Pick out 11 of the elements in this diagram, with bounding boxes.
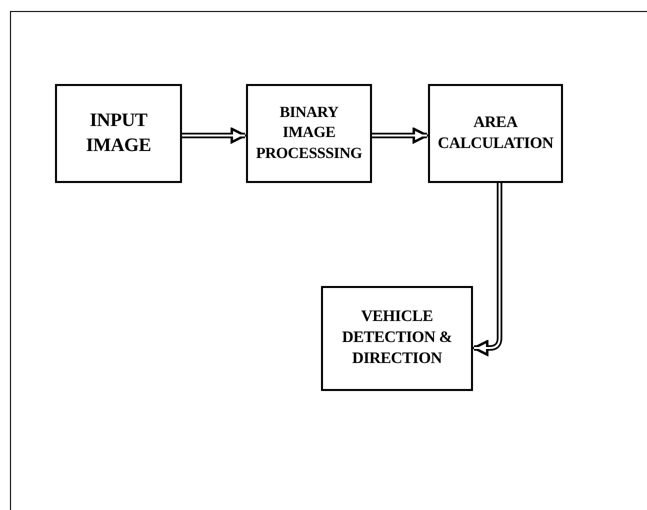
box-label: VEHICLE DETECTION & DIRECTION (340, 307, 454, 369)
process-box (55, 84, 182, 183)
double-line-arrow (182, 128, 246, 144)
double-line-arrow (472, 183, 502, 356)
box-label: BINARY IMAGE PROCESSSING (254, 103, 364, 164)
process-box (428, 84, 563, 183)
double-line-arrow (372, 128, 428, 144)
box-label: AREA CALCULATION (436, 112, 554, 154)
process-box (246, 84, 372, 183)
box-label: INPUT IMAGE (84, 108, 152, 158)
process-box (321, 286, 473, 391)
